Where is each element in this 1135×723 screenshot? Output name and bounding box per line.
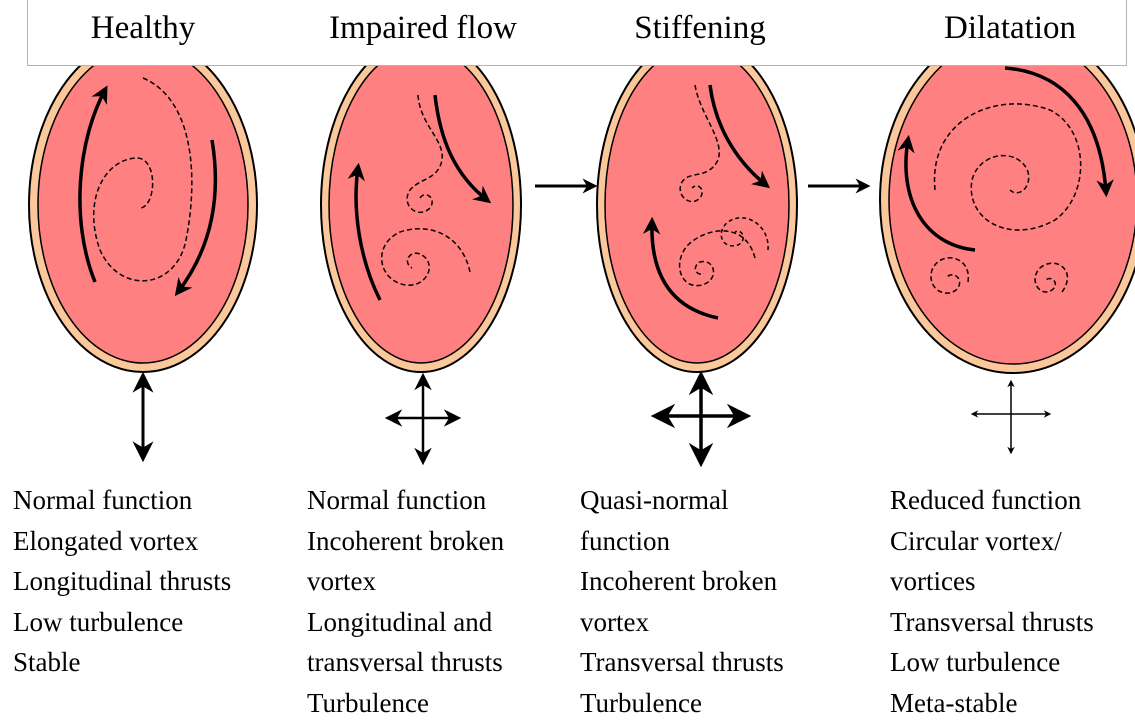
chamber-cavity [889,36,1135,364]
chamber-impaired-flow [321,38,521,372]
description-line: Turbulence [580,683,784,723]
description-line: Turbulence [307,683,504,723]
description-impaired-flow: Normal function Incoherent broken vortex… [307,480,504,723]
description-line: Stable [13,642,231,683]
description-line: Incoherent broken [307,521,504,562]
chamber-stiffening [597,38,797,372]
description-line: Transversal thrusts [580,642,784,683]
thrust-indicator-stiffening [658,378,744,460]
description-line: Circular vortex/ [890,521,1094,562]
description-stiffening: Quasi-normal function Incoherent broken … [580,480,784,723]
description-line: transversal thrusts [307,642,504,683]
description-line: Longitudinal thrusts [13,561,231,602]
description-line: Normal function [307,480,504,521]
description-line: Quasi-normal [580,480,784,521]
stage-title-impaired-flow: Impaired flow [329,8,517,48]
thrust-indicator-impaired-flow [390,378,456,460]
chamber-healthy [29,38,257,372]
chamber-dilatation [880,27,1135,373]
stage-title-healthy: Healthy [91,8,195,48]
description-line: Longitudinal and [307,602,504,643]
description-line: Low turbulence [13,602,231,643]
description-line: vortices [890,561,1094,602]
description-line: Transversal thrusts [890,602,1094,643]
description-line: Normal function [13,480,231,521]
description-line: Low turbulence [890,642,1094,683]
description-dilatation: Reduced function Circular vortex/ vortic… [890,480,1094,723]
description-line: function [580,521,784,562]
description-line: vortex [580,602,784,643]
thrust-indicator-dilatation [973,382,1049,452]
description-line: Meta-stable [890,683,1094,723]
description-healthy: Normal function Elongated vortex Longitu… [13,480,231,683]
description-line: Incoherent broken [580,561,784,602]
description-line: Reduced function [890,480,1094,521]
description-line: Elongated vortex [13,521,231,562]
chamber-cavity [38,47,248,363]
description-line: vortex [307,561,504,602]
stage-title-stiffening: Stiffening [634,8,765,48]
stage-title-dilatation: Dilatation [944,8,1076,48]
